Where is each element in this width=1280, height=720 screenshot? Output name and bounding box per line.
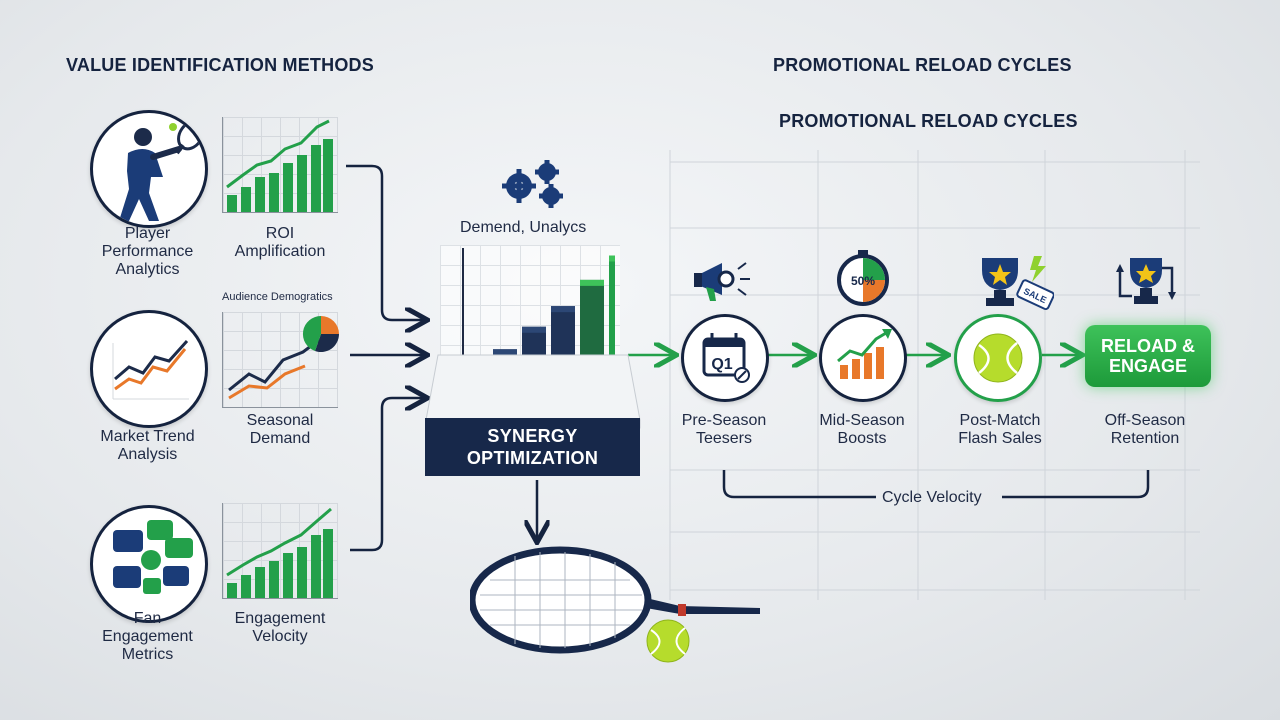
- center-bar-6: [609, 255, 615, 398]
- center-bar-cap-6: [609, 255, 615, 262]
- mid-season-label: Mid-Season Boosts: [819, 412, 905, 447]
- cycle-velocity-label: Cycle Velocity: [882, 489, 982, 506]
- player-performance-label: Player Performance Analytics: [101, 225, 194, 278]
- roi-amplification-label: ROI Amplification: [234, 225, 326, 260]
- engagement-velocity-label: Engagement Velocity: [234, 610, 326, 645]
- gears-icon: [502, 160, 563, 208]
- pre-season-label: Pre-Season Teesers: [681, 412, 767, 447]
- left-heading: VALUE IDENTIFICATION METHODS: [66, 55, 374, 75]
- market-trend-label: Market Trend Analysis: [100, 428, 195, 463]
- off-season-label: Off-Season Retention: [1104, 412, 1186, 447]
- trophy-sale-icon: SALE: [982, 256, 1054, 311]
- right-heading-sub: PROMOTIONAL RELOAD CYCLES: [779, 111, 1078, 131]
- center-bar-cap-4: [551, 306, 575, 313]
- megaphone-icon: [694, 262, 750, 301]
- q1-badge: Q1: [711, 356, 732, 373]
- post-match-label: Post-Match Flash Sales: [958, 412, 1042, 447]
- tennis-player-icon: [90, 110, 208, 228]
- tennis-ball-icon: [646, 619, 690, 663]
- synergy-optimization-block: SYNERGY OPTIMIZATION: [425, 418, 640, 476]
- trend-line-icon: [90, 310, 208, 428]
- right-heading-top: PROMOTIONAL RELOAD CYCLES: [773, 55, 1072, 75]
- post-match-circle: [954, 314, 1042, 402]
- trophy-cycle-icon: [1116, 258, 1176, 304]
- center-chart-title: Demend, Unalycs: [460, 219, 587, 236]
- audience-demographics-label: Audience Demogratics: [222, 291, 333, 303]
- seasonal-demand-label: Seasonal Demand: [246, 412, 314, 447]
- center-bar-cap-3: [522, 326, 546, 333]
- stopwatch-badge: 50%: [851, 274, 875, 288]
- fan-engagement-label: Fan Engagement Metrics: [102, 610, 193, 663]
- pie-line-chart-icon: [222, 312, 340, 408]
- social-chat-icon: [90, 505, 208, 623]
- center-bar-cap-5: [580, 279, 604, 286]
- pre-season-circle: Q1: [681, 314, 769, 402]
- center-bar-cap-2: [493, 349, 517, 356]
- mid-season-circle: [819, 314, 907, 402]
- stopwatch-icon: 50%: [837, 250, 889, 306]
- velocity-bar-chart-icon: [222, 503, 338, 599]
- tennis-racket-icon: [470, 546, 760, 654]
- center-chart-axis: [462, 248, 464, 356]
- growth-bar-chart-icon: [222, 117, 338, 213]
- reload-engage-button[interactable]: RELOAD & ENGAGE: [1085, 325, 1211, 387]
